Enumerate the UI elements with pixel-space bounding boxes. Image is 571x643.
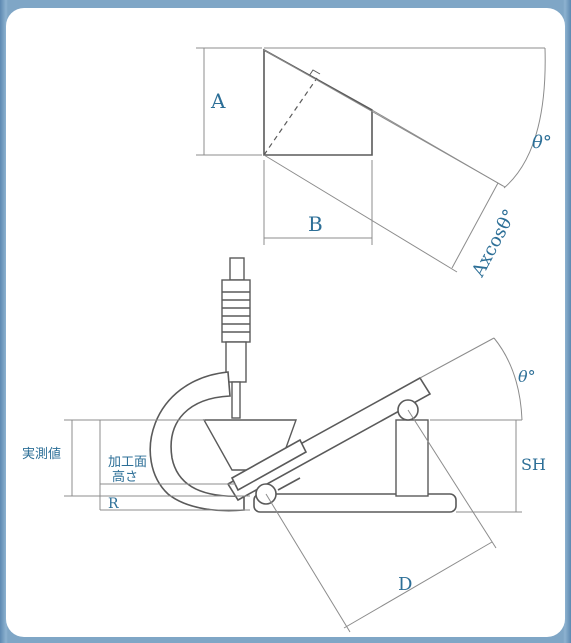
dimension-sh <box>430 419 522 513</box>
micrometer-ratchet <box>229 257 245 281</box>
label-machined-surface-1: 加工面 <box>108 455 147 470</box>
micrometer <box>221 257 251 419</box>
label-d: D <box>398 574 412 595</box>
micrometer-thimble <box>221 279 251 343</box>
dimension-a <box>196 47 262 156</box>
label-measured-value: 実測値 <box>22 446 61 462</box>
wedge-figure <box>263 48 373 156</box>
label-theta-bottom: θ° <box>518 367 536 386</box>
label-b: B <box>308 212 323 236</box>
micrometer-spindle <box>231 381 241 419</box>
label-sh: SH <box>521 455 546 474</box>
wedge-outline <box>263 48 373 156</box>
dimension-axcos <box>263 47 546 273</box>
label-r: R <box>108 496 119 512</box>
diagram-panel <box>6 8 565 637</box>
label-machined-surface-2: 高さ <box>112 469 138 485</box>
base-plate <box>253 493 457 513</box>
label-a: A <box>210 89 226 113</box>
perpendicular-dashed-line <box>263 77 318 156</box>
right-angle-marker <box>308 69 321 77</box>
label-axcos: Axcosθ° <box>467 206 520 281</box>
support-block <box>395 419 429 497</box>
dimension-measured <box>64 419 250 511</box>
dimension-b <box>263 160 373 245</box>
dimension-d <box>265 337 523 633</box>
label-theta-top: θ° <box>532 132 552 153</box>
